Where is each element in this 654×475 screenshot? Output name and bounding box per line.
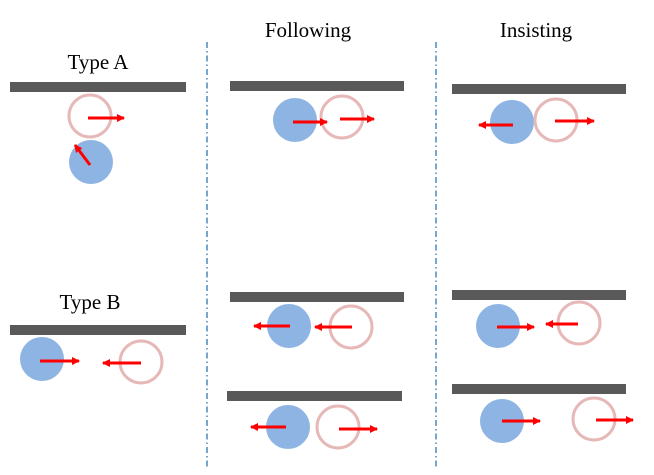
wall (452, 84, 626, 94)
hollow-circle (315, 404, 361, 450)
hollow-circle (67, 93, 113, 139)
wall (10, 325, 186, 335)
wall (452, 290, 626, 300)
label-insisting: Insisting (499, 18, 573, 42)
wall (230, 292, 404, 302)
label-type-a: Type A (67, 50, 129, 74)
filled-circle (20, 337, 64, 381)
hollow-circle (319, 94, 365, 140)
filled-circle (490, 100, 534, 144)
arrow (73, 144, 92, 166)
wall (230, 81, 404, 91)
label-following: Following (264, 18, 352, 42)
wall (227, 391, 402, 401)
label-type-b: Type B (59, 290, 121, 314)
filled-circle (273, 98, 317, 142)
filled-circle (266, 405, 310, 449)
wall (10, 82, 186, 92)
wall (452, 384, 626, 394)
